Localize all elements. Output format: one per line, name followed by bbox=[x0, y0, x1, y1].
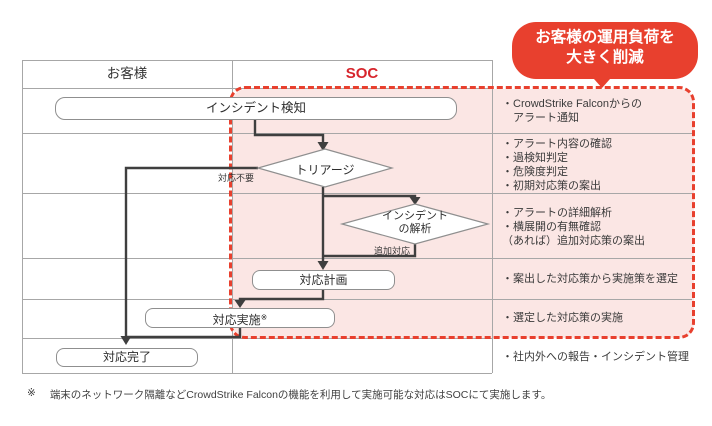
footnote-text: 端末のネットワーク隔離などCrowdStrike Falconの機能を利用して実… bbox=[49, 389, 552, 401]
branch-label-additional: 追加対応 bbox=[374, 246, 411, 256]
arrowhead-analysis bbox=[409, 197, 421, 205]
lane-divider bbox=[232, 60, 233, 373]
annotation-done: ・社内外への報告・インシデント管理 bbox=[502, 351, 689, 363]
annotation-analysis: ・アラートの詳細解析 ・横展開の有無確認 （あれば）追加対応策の案出 bbox=[502, 207, 645, 247]
table-border-top bbox=[22, 60, 492, 61]
arrowhead-triage bbox=[317, 142, 329, 151]
callout-line1: お客様の運用負荷を bbox=[535, 29, 675, 46]
step-response-plan-label: 対応計画 bbox=[299, 273, 348, 287]
row-line-4 bbox=[22, 299, 692, 300]
analysis-diamond-label: インシデント の解析 bbox=[382, 210, 448, 235]
arrowhead-plan bbox=[317, 261, 329, 270]
callout-line2: 大きく削減 bbox=[566, 49, 644, 66]
table-border-bottom bbox=[22, 373, 492, 374]
footnote: ※ 端末のネットワーク隔離などCrowdStrike Falconの機能を利用し… bbox=[27, 387, 687, 402]
soc-highlight-background bbox=[232, 89, 694, 338]
connector-analysis-to-plan bbox=[323, 244, 417, 258]
annotation-detection: ・CrowdStrike Falconからの アラート通知 bbox=[502, 98, 642, 124]
triage-diamond-label: トリアージ bbox=[295, 163, 355, 177]
callout-bubble: お客様の運用負荷を 大きく削減 bbox=[512, 22, 698, 79]
step-response-exec-label: 対応実施 bbox=[212, 313, 261, 327]
connector-exec-to-done bbox=[126, 328, 242, 339]
table-border-right bbox=[492, 60, 493, 373]
soc-dashed-outline bbox=[229, 86, 695, 339]
row-line-2 bbox=[22, 193, 692, 194]
annotation-plan: ・案出した対応策から実施策を選定 bbox=[502, 273, 678, 285]
step-response-plan: 対応計画 bbox=[252, 270, 395, 290]
row-line-3 bbox=[22, 258, 692, 259]
lane-header-customer: お客様 bbox=[106, 66, 148, 81]
annotation-exec: ・選定した対応策の実施 bbox=[502, 312, 623, 324]
arrowhead-exec bbox=[234, 300, 246, 308]
row-line-1 bbox=[22, 133, 692, 134]
branch-label-no-action: 対応不要 bbox=[217, 173, 254, 183]
step-incident-detection-label: インシデント検知 bbox=[205, 101, 306, 115]
step-incident-detection: インシデント検知 bbox=[55, 97, 457, 120]
step-response-done-label: 対応完了 bbox=[102, 350, 151, 364]
step-response-done: 対応完了 bbox=[56, 348, 198, 367]
connector-detect-to-triage bbox=[253, 120, 325, 143]
lane-header-soc: SOC bbox=[345, 65, 379, 82]
connector-triage-to-analysis bbox=[323, 194, 417, 198]
connector-plan-to-exec bbox=[238, 290, 325, 301]
step-response-exec-note: ※ bbox=[260, 313, 268, 322]
footnote-marker: ※ bbox=[27, 387, 36, 399]
arrowhead-done bbox=[120, 336, 132, 345]
connector-noaction-to-done bbox=[124, 166, 258, 336]
annotation-triage: ・アラート内容の確認 ・過検知判定 ・危険度判定 ・初期対応策の案出 bbox=[502, 138, 612, 192]
step-response-exec: 対応実施※ bbox=[145, 308, 335, 328]
analysis-diamond bbox=[339, 203, 491, 245]
triage-diamond bbox=[255, 148, 395, 188]
table-border-left bbox=[22, 60, 23, 373]
